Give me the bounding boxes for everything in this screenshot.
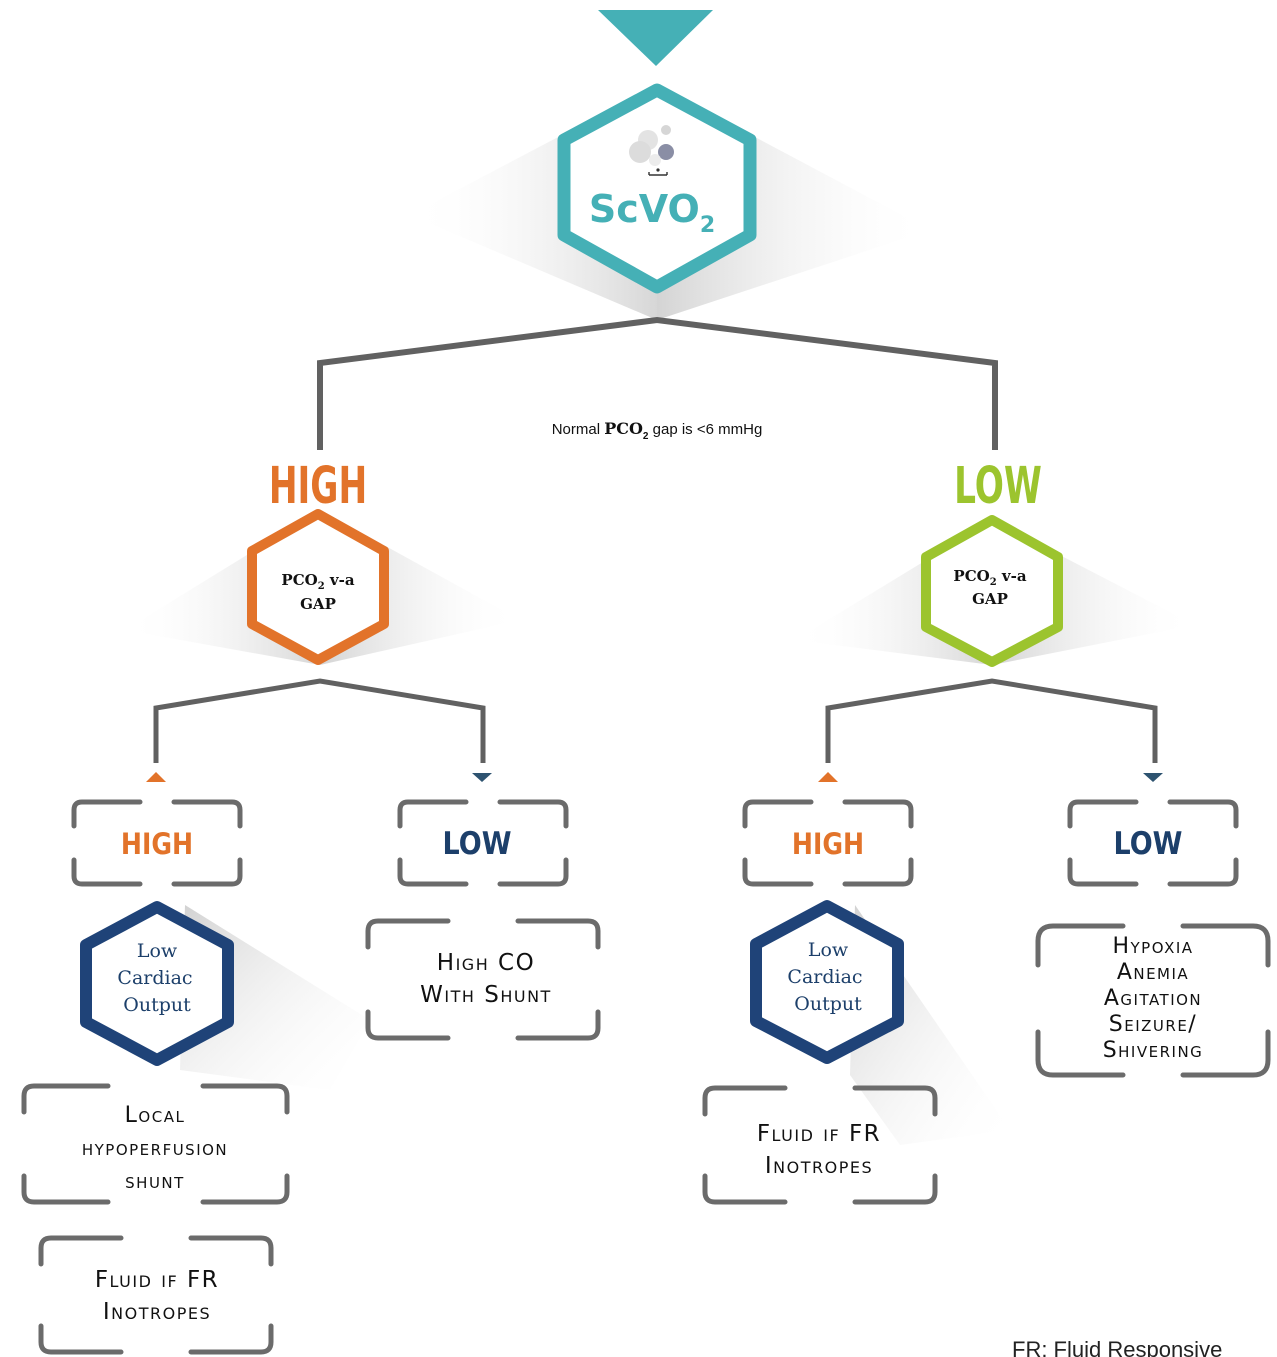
svg-text:PCO2 v-a: PCO2 v-a bbox=[281, 571, 354, 592]
branch-high-label: HIGH bbox=[269, 457, 367, 516]
svg-text:Agitation: Agitation bbox=[1104, 986, 1202, 1011]
svg-text:Hypoxia: Hypoxia bbox=[1112, 934, 1193, 959]
left-high-label: HIGH bbox=[121, 828, 193, 861]
causes-box bbox=[1035, 923, 1271, 1078]
left-fluid-text: Fluid if FR Inotropes bbox=[95, 1267, 219, 1325]
svg-text:With Shunt: With Shunt bbox=[420, 982, 552, 1008]
svg-text:Low: Low bbox=[808, 939, 849, 961]
svg-text:Inotropes: Inotropes bbox=[765, 1153, 873, 1179]
top-arrow-icon bbox=[598, 10, 713, 66]
main-connectors bbox=[317, 316, 998, 450]
footnote: FR: Fluid Responsive bbox=[1012, 1337, 1222, 1357]
bubbles-icon bbox=[629, 125, 674, 176]
root-label-sub: 2 bbox=[700, 213, 715, 238]
svg-text:GAP: GAP bbox=[300, 595, 336, 613]
right-high-box bbox=[742, 799, 914, 887]
secondary-connectors bbox=[153, 678, 1158, 763]
root-node-scvo2: ScVO2 bbox=[557, 83, 757, 294]
branch-low-label: LOW bbox=[954, 457, 1042, 516]
right-low-label: LOW bbox=[1114, 825, 1183, 862]
causes-text: Hypoxia Anemia Agitation Seizure/ Shiver… bbox=[1103, 934, 1204, 1063]
left-low-label: LOW bbox=[443, 825, 512, 862]
up-arrow-icon bbox=[818, 772, 838, 782]
svg-text:Anemia: Anemia bbox=[1117, 960, 1189, 985]
svg-text:Low: Low bbox=[137, 940, 178, 962]
root-label-main: ScVO bbox=[589, 187, 700, 231]
svg-text:ScVO2: ScVO2 bbox=[589, 187, 715, 238]
svg-text:Cardiac: Cardiac bbox=[117, 967, 192, 989]
svg-text:Fluid if FR: Fluid if FR bbox=[757, 1121, 881, 1147]
local-box bbox=[21, 1083, 290, 1205]
right-fluid-text: Fluid if FR Inotropes bbox=[757, 1121, 881, 1179]
left-fluid-box bbox=[38, 1235, 274, 1355]
normal-gap-note: Normal PCO2 gap is <6 mmHg bbox=[552, 419, 763, 442]
svg-text:High CO: High CO bbox=[437, 950, 535, 976]
svg-text:Inotropes: Inotropes bbox=[103, 1299, 211, 1325]
right-low-box bbox=[1067, 799, 1239, 887]
high-gap-node: PCO2 v-a GAP bbox=[247, 509, 389, 665]
left-high-box bbox=[71, 799, 243, 887]
up-arrow-icon bbox=[146, 772, 166, 782]
highco-box bbox=[365, 918, 601, 1041]
left-cardiac-node: Low Cardiac Output bbox=[80, 901, 234, 1066]
svg-text:Local: Local bbox=[125, 1103, 186, 1128]
svg-text:Fluid if FR: Fluid if FR bbox=[95, 1267, 219, 1293]
highco-text: High CO With Shunt bbox=[420, 950, 552, 1008]
down-arrow-icon bbox=[472, 773, 492, 782]
svg-text:GAP: GAP bbox=[972, 590, 1008, 608]
svg-text:Shivering: Shivering bbox=[1103, 1038, 1204, 1063]
left-low-box bbox=[397, 799, 569, 887]
right-fluid-box bbox=[702, 1085, 938, 1205]
svg-text:Seizure/: Seizure/ bbox=[1109, 1012, 1197, 1037]
svg-text:Output: Output bbox=[123, 994, 191, 1016]
down-arrow-icon bbox=[1143, 773, 1163, 782]
right-cardiac-node: Low Cardiac Output bbox=[750, 900, 904, 1064]
svg-text:Output: Output bbox=[794, 993, 862, 1015]
svg-text:shunt: shunt bbox=[125, 1169, 185, 1194]
local-text: Local hypoperfusion shunt bbox=[82, 1103, 228, 1194]
right-high-label: HIGH bbox=[792, 828, 864, 861]
svg-text:PCO2 v-a: PCO2 v-a bbox=[953, 567, 1026, 588]
svg-text:Cardiac: Cardiac bbox=[787, 966, 862, 988]
low-gap-node: PCO2 v-a GAP bbox=[921, 515, 1063, 667]
svg-text:hypoperfusion: hypoperfusion bbox=[82, 1136, 228, 1161]
